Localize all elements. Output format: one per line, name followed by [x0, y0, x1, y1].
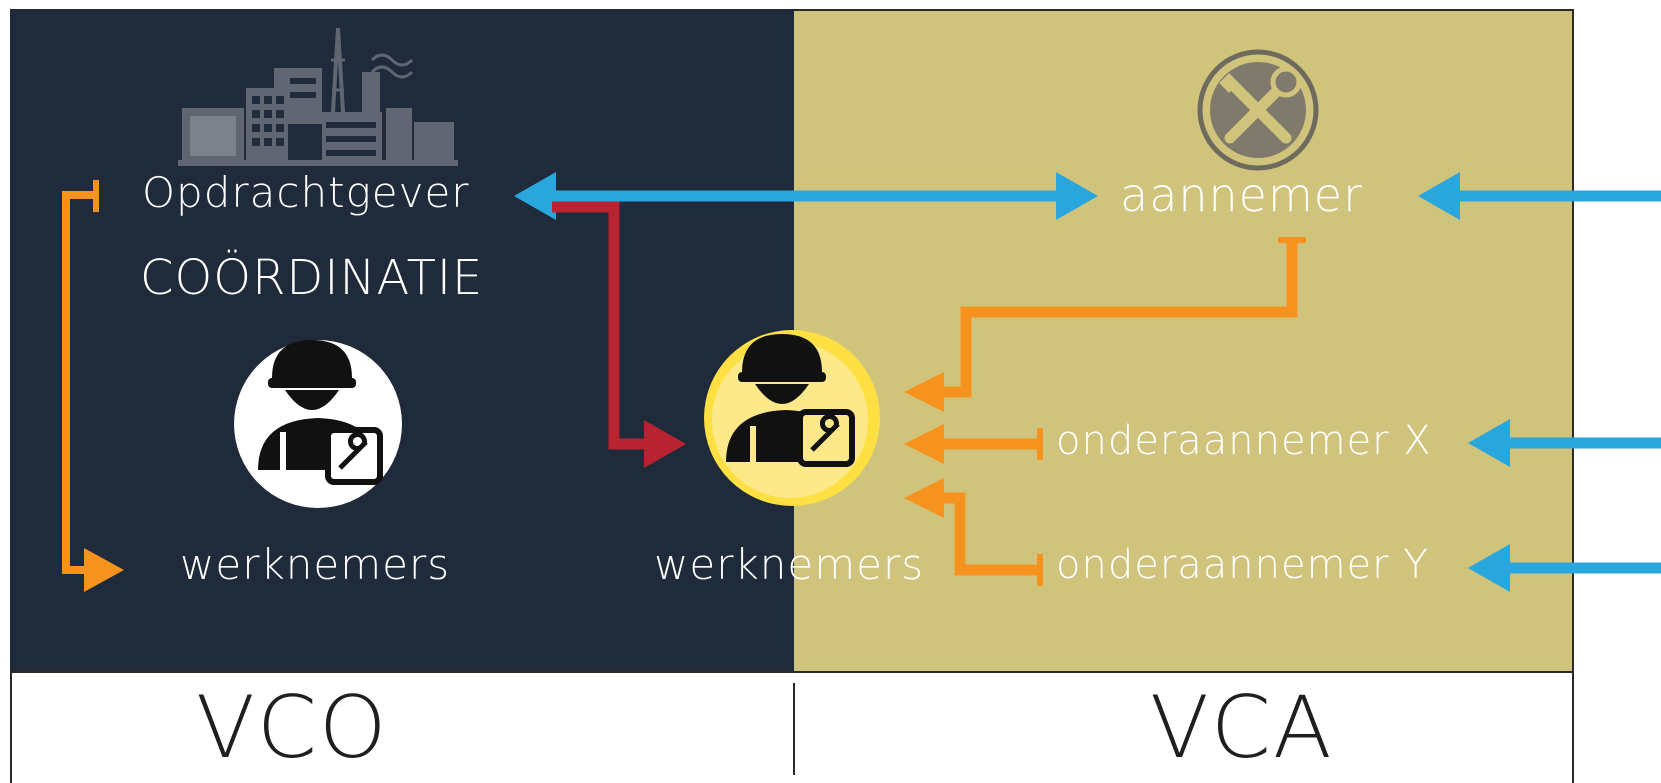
red-arrow	[552, 201, 686, 468]
vca-panel	[794, 9, 1574, 671]
subcontractor-y-label: onderaannemer Y	[1056, 542, 1429, 588]
factory-icon	[178, 27, 458, 166]
left-workers-label: werknemers	[180, 540, 451, 589]
footer-bar	[10, 671, 1574, 783]
vca-label: VCA	[1150, 678, 1334, 778]
orange-arrows	[62, 180, 1306, 592]
blue-arrows	[514, 172, 1661, 592]
client-label: Opdrachtgever	[142, 168, 470, 217]
worker-icon	[234, 340, 402, 508]
subcontractor-x-label: onderaannemer X	[1056, 418, 1432, 464]
vco-label: VCO	[196, 678, 389, 778]
footer-divider	[793, 683, 795, 775]
tools-icon	[1197, 49, 1319, 171]
coordination-label: COÖRDINATIE	[140, 250, 484, 306]
center-workers-label: werknemers	[654, 540, 925, 589]
contractor-label: aannemer	[1120, 168, 1364, 222]
worker-icon	[704, 330, 880, 506]
